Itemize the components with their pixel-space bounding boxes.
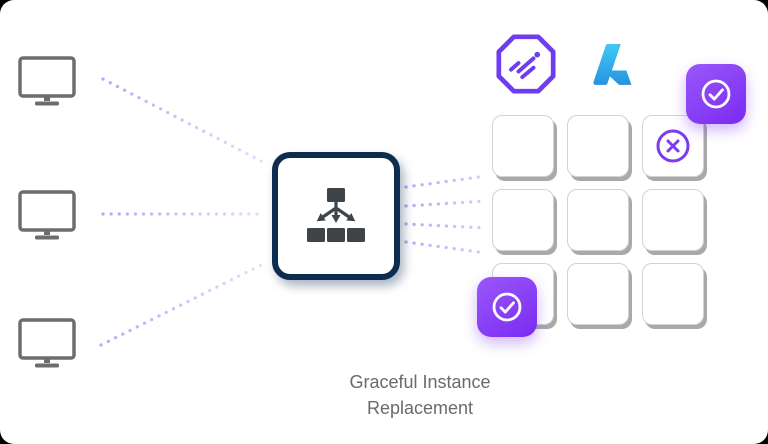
wire-grid-2 xyxy=(404,199,488,208)
wire-grid-1 xyxy=(404,174,488,189)
instance-cell xyxy=(642,189,704,251)
spot-octagon-logo xyxy=(496,33,556,95)
instance-cell xyxy=(567,189,629,251)
check-circle-icon xyxy=(701,79,731,109)
replacement-badge-top xyxy=(686,64,746,124)
monitor-icon xyxy=(18,56,76,106)
spot-octagon-icon xyxy=(496,34,556,94)
client-monitor-1 xyxy=(18,56,76,108)
client-monitor-3 xyxy=(18,318,76,370)
azure-logo xyxy=(588,41,642,88)
monitor-icon xyxy=(18,190,76,240)
instance-cell xyxy=(642,263,704,325)
wire-grid-4 xyxy=(404,240,488,255)
caption-line-2: Replacement xyxy=(366,398,474,418)
caption: Graceful Instance Replacement xyxy=(294,369,546,421)
x-circle-icon xyxy=(656,129,690,163)
instance-cell xyxy=(567,263,629,325)
client-monitor-2 xyxy=(18,190,76,242)
instance-cell-terminating xyxy=(642,115,704,177)
wire-client-3 xyxy=(99,261,267,347)
wire-grid-3 xyxy=(404,222,488,230)
instance-cell xyxy=(492,189,554,251)
instance-cell xyxy=(492,115,554,177)
check-circle-icon xyxy=(492,292,522,322)
wire-client-1 xyxy=(101,77,267,165)
azure-icon xyxy=(593,44,632,85)
replacement-badge-bottom xyxy=(477,277,537,337)
sitemap-icon xyxy=(307,188,365,242)
instance-grid xyxy=(492,115,704,325)
caption-line-1: Graceful Instance xyxy=(349,372,491,392)
load-balancer-box xyxy=(272,152,400,280)
monitor-icon xyxy=(18,318,76,368)
instance-cell xyxy=(567,115,629,177)
